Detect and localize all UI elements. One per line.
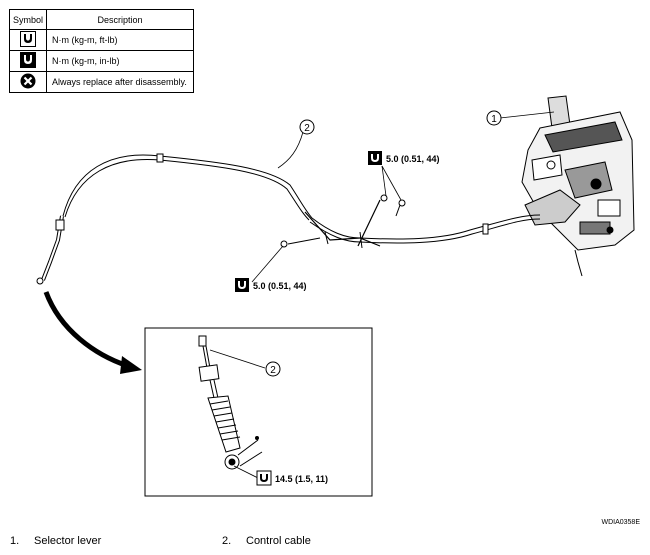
torque-wrench-icon: [260, 474, 268, 482]
svg-text:2: 2: [304, 123, 310, 134]
control-cable-diagram: 1 2 2 5.0 (0.51, 44) 5.0 (0.51, 44) 14.5…: [36, 95, 635, 497]
arrow-head-icon: [120, 356, 142, 374]
legend-row: N·m (kg-m, ft-lb): [9, 29, 194, 51]
svg-text:5.0 (0.51, 44): 5.0 (0.51, 44): [386, 154, 440, 164]
callout-2-detail: 2: [265, 361, 281, 377]
torque-label-lower: 5.0 (0.51, 44): [235, 278, 307, 292]
svg-text:2: 2: [270, 365, 276, 376]
detail-cable-end: [198, 335, 263, 470]
part-item: 2. Control cable: [222, 535, 311, 547]
legend-row: N·m (kg-m, in-lb): [9, 50, 194, 72]
part-number: 1.: [10, 535, 20, 547]
symbol-legend-table: Symbol Description N·m (kg-m, ft-lb) N·m…: [9, 9, 194, 93]
torque-wrench-alt-icon: [238, 281, 246, 289]
legend-row: Always replace after disassembly.: [9, 71, 194, 93]
torque-label-upper: 5.0 (0.51, 44): [368, 151, 440, 165]
always-replace-icon: [20, 73, 36, 89]
figure-code: WDIA0358E: [601, 519, 640, 526]
legend-description: Always replace after disassembly.: [46, 71, 194, 93]
svg-text:1: 1: [491, 114, 497, 125]
detail-pointer-arrow: [43, 291, 129, 369]
torque-label-cable-end: 14.5 (1.5, 11): [256, 470, 328, 486]
torque-wrench-alt-icon: [371, 154, 379, 162]
part-name: Control cable: [246, 535, 311, 547]
callout-2: 2: [299, 119, 315, 135]
callout-1: 1: [486, 110, 502, 126]
selector-lever-assembly: [521, 95, 635, 277]
control-cable: [36, 153, 541, 285]
torque-wrench-icon: [20, 31, 36, 47]
svg-text:5.0 (0.51, 44): 5.0 (0.51, 44): [253, 281, 307, 291]
torque-wrench-alt-icon: [20, 52, 36, 68]
legend-symbol-cell: [9, 29, 47, 51]
detail-inset-box: [144, 327, 373, 497]
part-item: 1. Selector lever: [10, 535, 101, 547]
part-name: Selector lever: [34, 535, 102, 547]
part-number: 2.: [222, 535, 232, 547]
svg-text:14.5 (1.5, 11): 14.5 (1.5, 11): [275, 474, 328, 484]
